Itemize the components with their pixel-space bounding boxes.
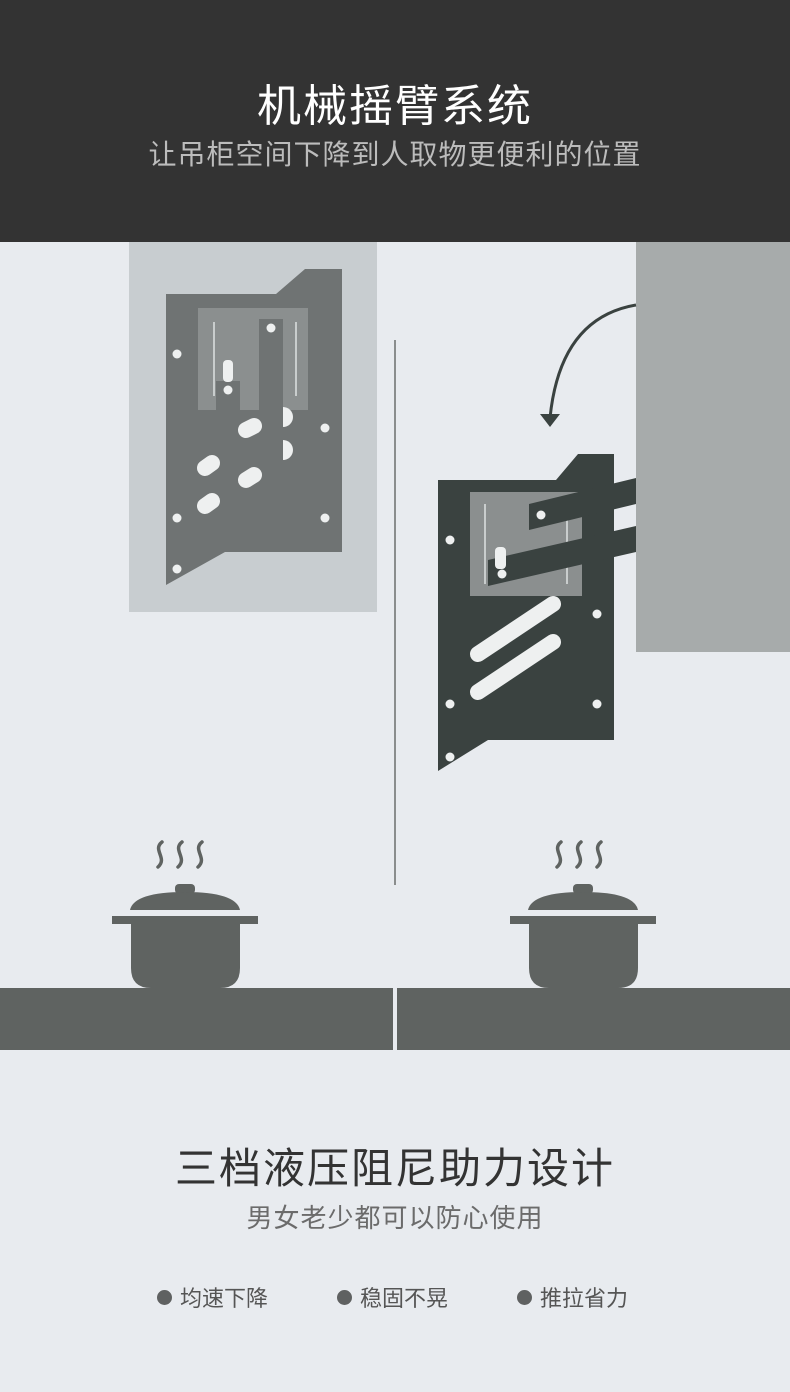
wall-cabinet <box>636 242 790 652</box>
feature-subtitle: 男女老少都可以防心使用 <box>246 1204 544 1234</box>
pot-icon <box>510 884 656 988</box>
countertop-left <box>0 988 393 1050</box>
pot-icon <box>112 884 258 988</box>
bracket-arm-vertical <box>259 319 283 489</box>
cabinet-extended <box>438 454 636 771</box>
feature-points: 均速下降 稳固不晃 推拉省力 <box>0 1279 790 1315</box>
bullet-dot-icon <box>337 1289 352 1305</box>
arrow-curve-icon <box>540 303 637 427</box>
illustration-scene <box>0 242 790 1050</box>
feature-point-label: 推拉省力 <box>540 1287 629 1312</box>
countertop-right <box>397 988 790 1050</box>
feature-title: 三档液压阻尼助力设计 <box>174 1144 615 1193</box>
feature-point-label: 稳固不晃 <box>360 1287 449 1312</box>
illustration-svg <box>0 242 790 1050</box>
bracket-arm-lower <box>488 526 636 586</box>
feature-point: 推拉省力 <box>517 1279 628 1315</box>
header-banner: 机械摇臂系统 让吊柜空间下降到人取物更便利的位置 <box>0 0 790 242</box>
page-title: 机械摇臂系统 <box>257 81 533 132</box>
steam-icon <box>156 840 204 869</box>
feature-point: 稳固不晃 <box>337 1279 448 1315</box>
bullet-dot-icon <box>517 1289 532 1305</box>
bracket-arm-upper <box>529 478 636 530</box>
cabinet-retracted <box>129 242 377 612</box>
steam-icon <box>555 840 603 869</box>
feature-point: 均速下降 <box>157 1279 268 1315</box>
bullet-dot-icon <box>157 1289 172 1305</box>
page-subtitle: 让吊柜空间下降到人取物更便利的位置 <box>148 138 642 171</box>
feature-point-label: 均速下降 <box>180 1287 269 1312</box>
